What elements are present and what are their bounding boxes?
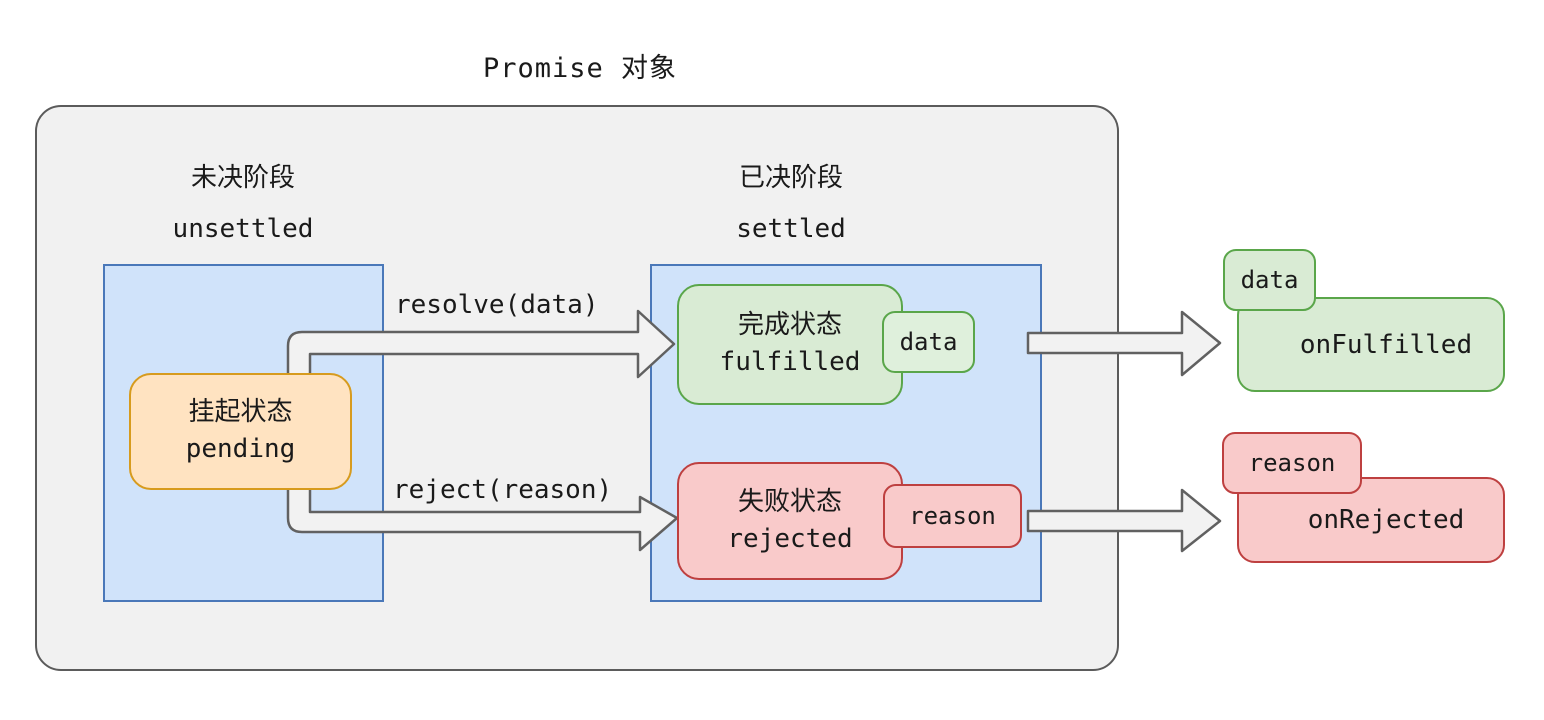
fulfilled-state-node: 完成状态 fulfilled bbox=[677, 284, 903, 405]
onrejected-callback-node: onRejected bbox=[1237, 477, 1505, 563]
onrejected-reason-tag: reason bbox=[1222, 432, 1362, 494]
onrejected-callback-label: onRejected bbox=[1307, 505, 1465, 535]
resolve-transition-label: resolve(data) bbox=[387, 288, 607, 322]
reject-transition-label: reject(reason) bbox=[385, 473, 621, 507]
unsettled-stage-label-en: unsettled bbox=[172, 214, 314, 244]
unsettled-stage-label-zh: 未决阶段 bbox=[190, 163, 295, 193]
rejected-state-node: 失败状态 rejected bbox=[677, 462, 903, 580]
onfulfilled-data-tag: data bbox=[1223, 249, 1316, 311]
rejected-reason-tag: reason bbox=[883, 484, 1022, 548]
onfulfilled-callback-label: onFulfilled bbox=[1299, 329, 1473, 360]
fulfilled-state-label-en: fulfilled bbox=[719, 347, 861, 377]
settled-stage-label-zh: 已决阶段 bbox=[738, 163, 843, 193]
pending-state-label-en: pending bbox=[185, 434, 296, 464]
fulfilled-data-tag: data bbox=[882, 311, 975, 373]
settled-stage-header: 已决阶段 settled bbox=[651, 153, 931, 255]
unsettled-stage-header: 未决阶段 unsettled bbox=[103, 153, 383, 255]
pending-state-label-zh: 挂起状态 bbox=[188, 397, 293, 427]
fulfilled-state-label-zh: 完成状态 bbox=[737, 310, 842, 340]
diagram-title: Promise 对象 bbox=[482, 53, 678, 84]
onfulfilled-callback-node: onFulfilled bbox=[1237, 297, 1505, 392]
settled-stage-label-en: settled bbox=[736, 214, 846, 244]
rejected-state-label-zh: 失败状态 bbox=[737, 486, 842, 517]
rejected-state-label-en: rejected bbox=[727, 523, 853, 554]
pending-state-node: 挂起状态 pending bbox=[129, 373, 352, 490]
